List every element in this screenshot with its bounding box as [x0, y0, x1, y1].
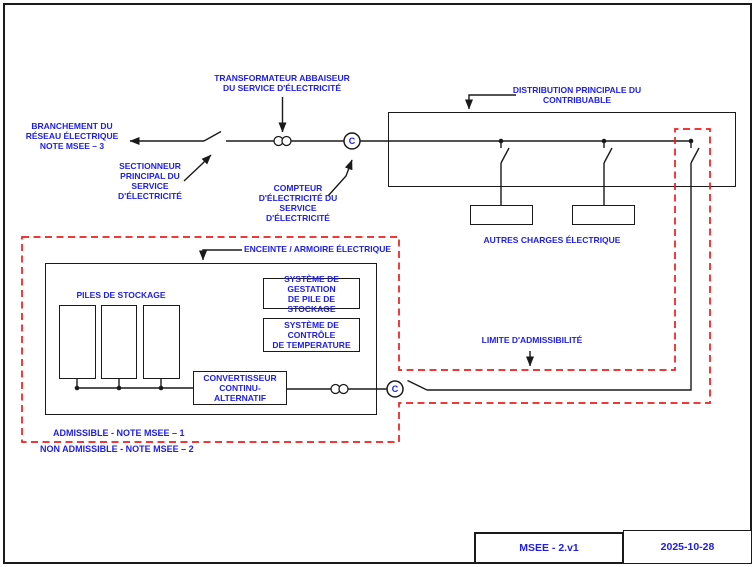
meter-letter-converter: C	[391, 384, 399, 394]
meter-letter-service: C	[348, 136, 356, 146]
distribution-title-label: DISTRIBUTION PRINCIPALE DU CONTRIBUABLE	[512, 85, 642, 105]
other-loads-label: AUTRES CHARGES ÉLECTRIQUE	[483, 235, 621, 245]
non-admissible-note-label: NON ADMISSIBLE - NOTE MSEE – 2	[40, 444, 194, 454]
admissible-note-label: ADMISSIBLE - NOTE MSEE – 1	[53, 428, 185, 438]
admissibility-limit-label: LIMITE D'ADMISSIBILITÉ	[481, 335, 583, 345]
converter-box: CONVERTISSEUR CONTINU-ALTERNATIF	[193, 371, 287, 405]
drawing-border	[3, 3, 752, 564]
service-meter-label: COMPTEUR D'ÉLECTRICITÉ DU SERVICE D'ÉLEC…	[258, 183, 338, 223]
main-disconnect-label: SECTIONNEUR PRINCIPAL DU SERVICE D'ÉLECT…	[118, 161, 182, 201]
service-branch-label: BRANCHEMENT DU RÉSEAU ÉLECTRIQUE NOTE MS…	[25, 121, 119, 151]
enclosure-label: ENCEINTE / ARMOIRE ÉLECTRIQUE	[244, 244, 392, 254]
batteries-label: PILES DE STOCKAGE	[76, 290, 166, 300]
battery-3	[143, 305, 180, 379]
title-version-box: MSEE - 2.v1	[474, 532, 624, 564]
transformer-label: TRANSFORMATEUR ABBAISEUR DU SERVICE D'ÉL…	[214, 73, 350, 93]
bms-box: SYSTÈME DE GESTATION DE PILE DE STOCKAGE	[263, 274, 360, 314]
converter-label: CONVERTISSEUR CONTINU-ALTERNATIF	[203, 373, 277, 403]
title-date-box: 2025-10-28	[623, 530, 752, 564]
temp-control-box: SYSTÈME DE CONTRÔLE DE TEMPERATURE	[263, 318, 360, 352]
bms-label: SYSTÈME DE GESTATION DE PILE DE STOCKAGE	[284, 273, 339, 314]
title-date-label: 2025-10-28	[660, 541, 715, 553]
title-version-label: MSEE - 2.v1	[519, 542, 579, 554]
distribution-panel-box	[388, 112, 736, 187]
load-box-1	[470, 205, 533, 225]
load-box-2	[572, 205, 635, 225]
battery-2	[101, 305, 137, 379]
battery-1	[59, 305, 96, 379]
temp-control-label: SYSTÈME DE CONTRÔLE DE TEMPERATURE	[272, 320, 351, 350]
